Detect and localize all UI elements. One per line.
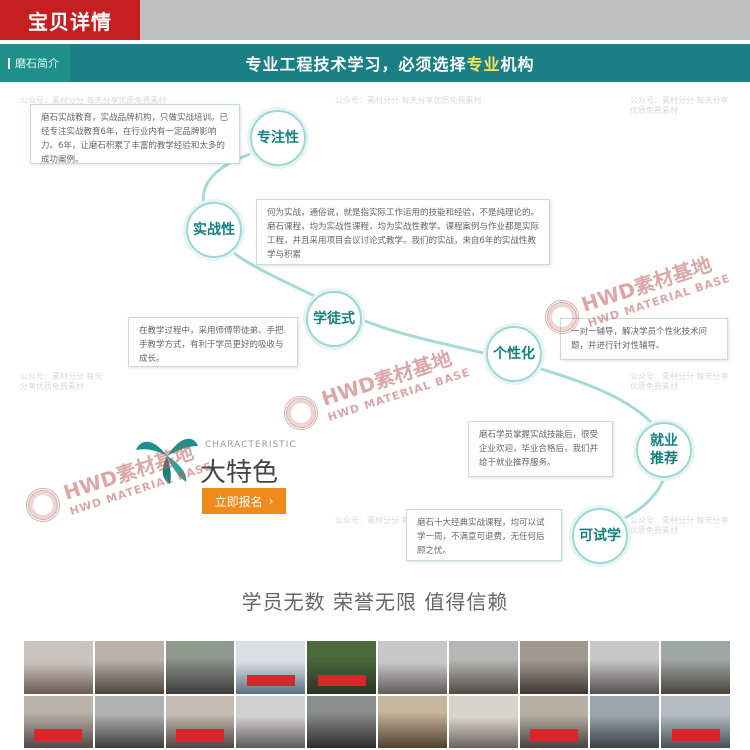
faint-watermark: 公众号：素材分分 每天分享优质免费素材 [335,96,482,105]
feature-circle-personalized: 个性化 [486,326,542,382]
register-button-label: 立即报名 [214,494,263,509]
intro-label-text: 磨石简介 [15,57,59,70]
student-photo [590,641,660,694]
student-photo [519,641,589,694]
feature-circle-apprentice: 学徒式 [306,291,362,347]
feature-box-apprentice: 在教学过程中，采用师傅带徒弟、手把手教学方式，有利于学员更好的吸收与成长。 [128,317,298,367]
banner-title: 专业工程技术学习，必须选择专业机构 [70,51,750,75]
feature-circle-trial: 可试学 [572,508,628,564]
watermark-logo-icon [26,488,60,522]
slogan: 学员无数 荣誉无限 值得信赖 [241,590,509,614]
student-photo [307,695,376,748]
register-button[interactable]: 立即报名 › [202,488,286,514]
promo-title: 大特色 [200,458,279,488]
feature-box-personalized: 一对一辅导，解决学员个性化技术问题，并进行针对性辅导。 [560,318,728,360]
student-photo-grid [24,641,730,748]
watermark-logo-icon [284,396,318,430]
student-photo [24,695,93,748]
student-photo [24,641,93,694]
section-banner: 磨石简介 专业工程技术学习，必须选择专业机构 [0,44,750,82]
faint-watermark: 公众号：素材分分 每天分享优质免费素材 [630,516,729,535]
faint-watermark: 公众号：素材分分 每天分享优质免费素材 [20,372,103,391]
student-photo [661,695,730,748]
promo-english: CHARACTERISTIC [205,440,297,450]
banner-title-highlight: 专业 [466,55,501,74]
faint-watermark: 公众号：素材分分 每天分享优质免费素材 [630,96,729,115]
feature-box-focus: 磨石实战教育，实战品牌机构，只做实战培训。已经专注实战教育6年，在行业内有一定品… [30,104,240,165]
header-strip [140,0,750,40]
student-photo [378,641,447,694]
student-photo [165,695,235,748]
student-photo [165,641,235,694]
banner-title-part2: 机构 [500,55,535,74]
student-photo [519,695,589,748]
banner-title-part1: 专业工程技术学习，必须选择 [245,55,467,74]
watermark-logo-icon [545,300,579,334]
student-photo [236,695,306,748]
student-photo [590,695,660,748]
student-photo [307,641,376,694]
feature-box-employment: 磨石学员掌握实战技能后，很受企业欢迎，毕业合格后，我们并给于就业推荐服务。 [468,421,613,477]
leaf-icon [136,438,198,484]
bar-icon [8,57,10,69]
feature-circle-focus: 专注性 [250,110,306,166]
faint-watermark: 公众号：素材分分 每天分享优质免费素材 [630,372,729,391]
faint-watermark: 公众号：素材分分 每天分享优质免费素材 [20,96,167,105]
student-photo [448,641,518,694]
arrow-right-icon: › [268,494,274,508]
student-photo [236,641,306,694]
student-photo [94,695,164,748]
student-photo [448,695,518,748]
details-tab[interactable]: 宝贝详情 [0,0,140,40]
feature-circle-practical: 实战性 [186,202,242,258]
student-photo [661,641,730,694]
intro-label: 磨石简介 [0,44,70,82]
student-photo [94,641,164,694]
feature-box-trial: 磨石十大经典实战课程，均可以试学一周，不满意可退费，无任何后顾之忧。 [406,509,562,561]
feature-box-practical: 何为实战，通俗说，就是指实际工作运用的技能和经验，不是纯理论的。磨石课程，均为实… [256,199,550,265]
student-photo [378,695,447,748]
feature-circle-employment: 就业 推荐 [636,422,692,478]
